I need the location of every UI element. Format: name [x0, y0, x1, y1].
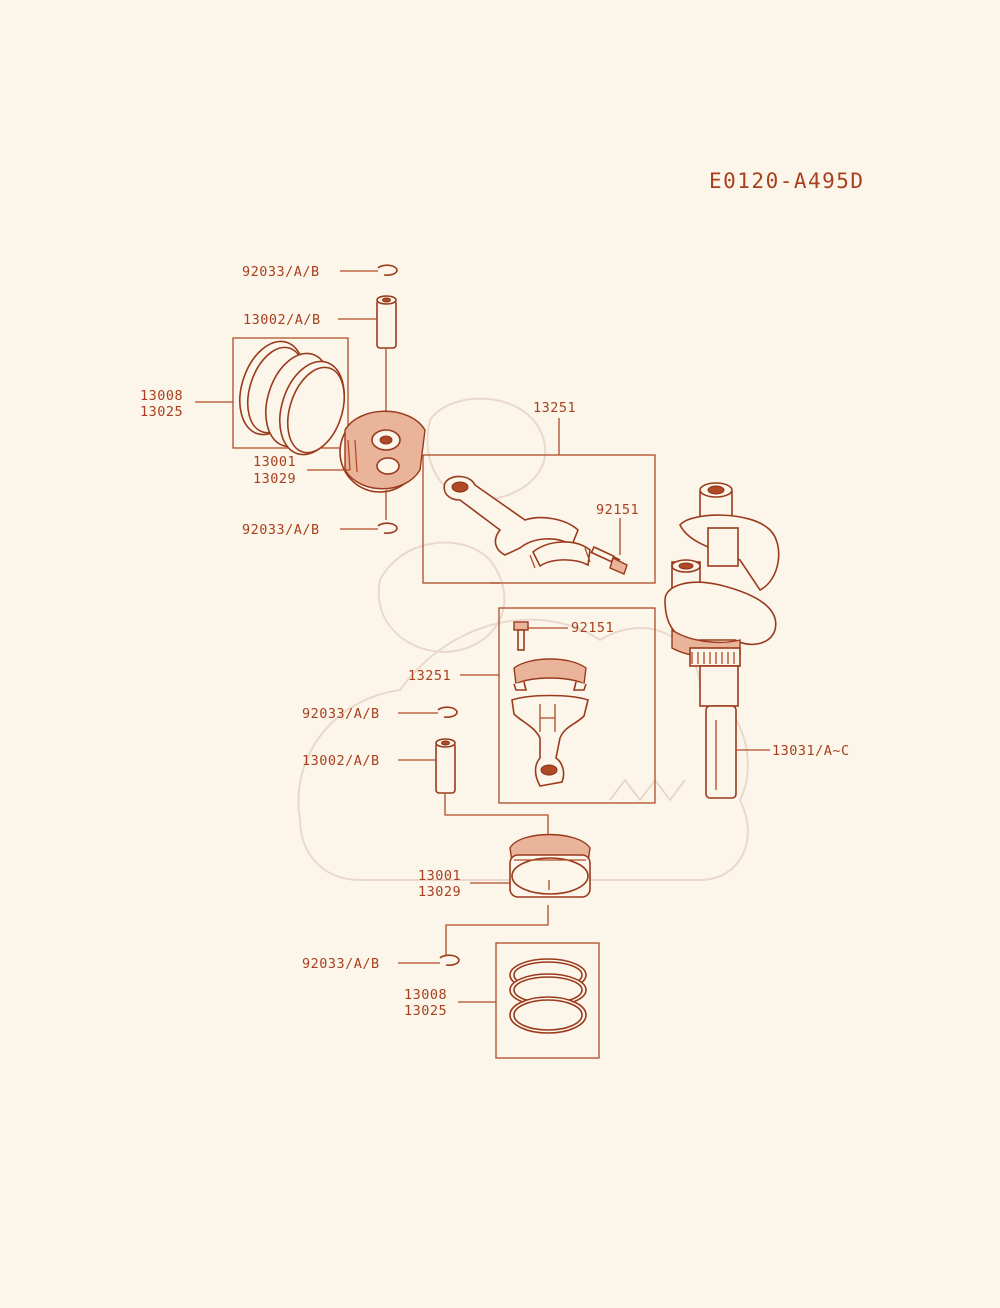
label-rings-1-b: 13025 — [140, 404, 183, 420]
piston-rings-2 — [509, 958, 587, 1034]
bolt-1 — [590, 545, 628, 575]
label-clip-top-1: 92033/A/B — [242, 264, 320, 280]
label-piston-2-b: 13029 — [418, 884, 461, 900]
label-bolt-1: 92151 — [596, 502, 639, 518]
circlip-bottom-2 — [439, 954, 460, 967]
label-rings-2-a: 13008 — [404, 987, 447, 1003]
piston-2 — [509, 833, 591, 898]
label-piston-1-b: 13029 — [253, 471, 296, 487]
label-conrod-1: 13251 — [533, 400, 576, 416]
circlip-top-1 — [377, 264, 398, 277]
label-bolt-2: 92151 — [571, 620, 614, 636]
circlip-top-2 — [437, 706, 458, 719]
label-piston-1-a: 13001 — [253, 454, 296, 470]
piston-rings-1 — [232, 337, 349, 456]
label-clip-top-2: 92033/A/B — [302, 706, 380, 722]
label-rings-1-a: 13008 — [140, 388, 183, 404]
piston-1 — [339, 410, 426, 493]
piston-pin-2 — [435, 738, 456, 794]
rings-2-box — [495, 942, 600, 1059]
connecting-rod-1 — [443, 475, 591, 569]
conrod-1-box — [422, 454, 656, 584]
label-piston-2-a: 13001 — [418, 868, 461, 884]
piston-pin-1 — [376, 295, 397, 349]
circlip-bottom-1 — [377, 522, 398, 535]
label-clip-bottom-2: 92033/A/B — [302, 956, 380, 972]
connecting-rod-2 — [511, 658, 589, 787]
label-rings-2-b: 13025 — [404, 1003, 447, 1019]
leader-line — [445, 905, 549, 955]
diagram-code: E0120-A495D — [709, 169, 865, 193]
bolt-2 — [513, 621, 529, 651]
label-conrod-2: 13251 — [408, 668, 451, 684]
leader-line — [444, 793, 549, 835]
label-crankshaft: 13031/A~C — [772, 743, 850, 759]
conrod-2-box — [498, 607, 656, 804]
crankshaft — [664, 482, 780, 799]
label-pin-1: 13002/A/B — [243, 312, 321, 328]
label-clip-bottom-1: 92033/A/B — [242, 522, 320, 538]
label-pin-2: 13002/A/B — [302, 753, 380, 769]
